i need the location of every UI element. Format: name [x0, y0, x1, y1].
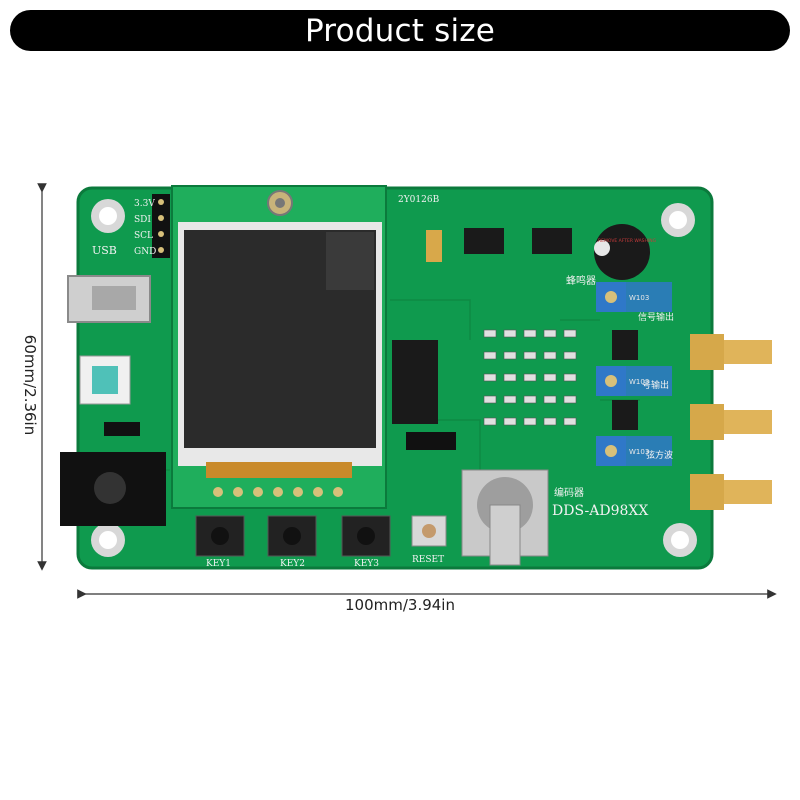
chips	[392, 228, 638, 450]
output-label-2: 号输出	[642, 379, 669, 391]
pin-label-3v3: 3.3V	[134, 199, 155, 209]
lcd-module	[171, 185, 387, 509]
power-switch	[79, 355, 131, 405]
banner-title: Product size	[304, 12, 496, 49]
tactile-buttons	[195, 515, 447, 557]
encoder-label: 编码器	[554, 486, 584, 499]
dc-jack	[60, 452, 166, 526]
output-label-1: 信号输出	[638, 311, 674, 323]
reset-label: RESET	[412, 555, 444, 565]
height-dimension-label: 60mm/2.36in	[21, 334, 39, 436]
pin-label-sdi: SDI	[134, 215, 151, 225]
pot-label-3: W103	[629, 448, 649, 456]
buzzer-sticker-text: REMOVE AFTER WASHING	[598, 238, 657, 244]
key2-label: KEY2	[280, 559, 305, 569]
potentiometers	[596, 282, 672, 466]
buzzer-label: 蜂鸣器	[566, 274, 596, 287]
title-banner: Product size	[10, 10, 790, 51]
usb-label: USB	[92, 244, 117, 257]
passive-components	[483, 329, 577, 426]
board-model: DDS-AD98XX	[552, 503, 648, 519]
pin-label-gnd: GND	[134, 247, 156, 257]
width-dimension-label: 100mm/3.94in	[345, 596, 455, 614]
board-code: 2Y0126B	[398, 195, 440, 205]
pot-label-1: W103	[629, 294, 649, 302]
usb-connector	[67, 275, 151, 323]
pot-label-2: W103	[629, 378, 649, 386]
pin-header	[152, 194, 170, 258]
mounting-holes	[91, 199, 697, 557]
buzzer	[594, 224, 650, 280]
key1-label: KEY1	[206, 559, 231, 569]
rotary-encoder	[461, 469, 549, 566]
key3-label: KEY3	[354, 559, 379, 569]
output-label-3: 弦方波	[646, 449, 673, 461]
sma-connectors	[690, 334, 772, 510]
pin-label-scl: SCL	[134, 231, 153, 241]
